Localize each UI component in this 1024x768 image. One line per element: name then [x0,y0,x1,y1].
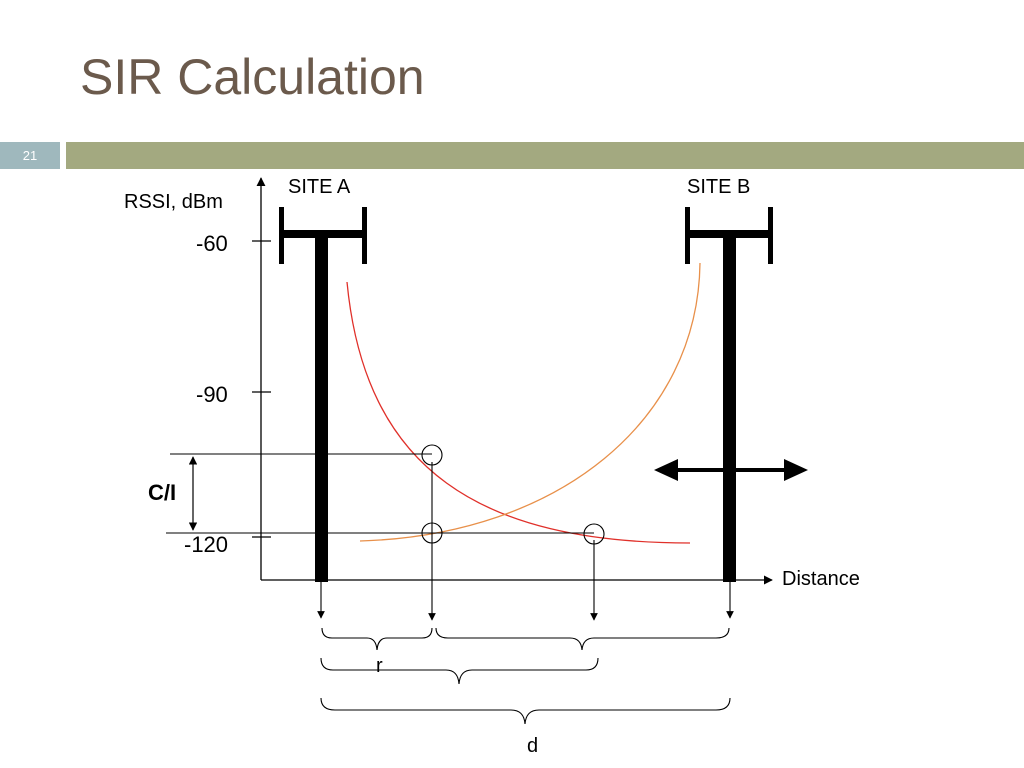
y-tick-label-120: -120 [184,532,228,557]
brace-site-a-to-r [321,627,433,651]
r-label: r [376,655,383,677]
site-a-tower [279,207,367,582]
header-accent-bar [66,142,1024,169]
site-b-label: SITE B [687,176,750,198]
x-axis-label: Distance [782,568,860,590]
site-b-tower [685,207,773,582]
d-label: d [527,735,538,757]
brace-site-a-to-crossover [320,657,599,685]
y-axis-label: RSSI, dBm [124,191,223,213]
site-b-signal-curve [359,262,701,542]
slide-number: 21 [0,142,60,169]
site-a-signal-curve [346,281,691,544]
site-b-move-arrow [654,459,808,481]
brace-r-to-site-b [435,627,730,651]
y-tick-label-90: -90 [196,382,228,407]
y-tick-label-60: -60 [196,231,228,256]
slide-title: SIR Calculation [80,49,425,105]
site-a-label: SITE A [288,176,351,198]
ci-label: C/I [148,480,176,505]
brace-site-a-to-site-b [320,697,731,725]
